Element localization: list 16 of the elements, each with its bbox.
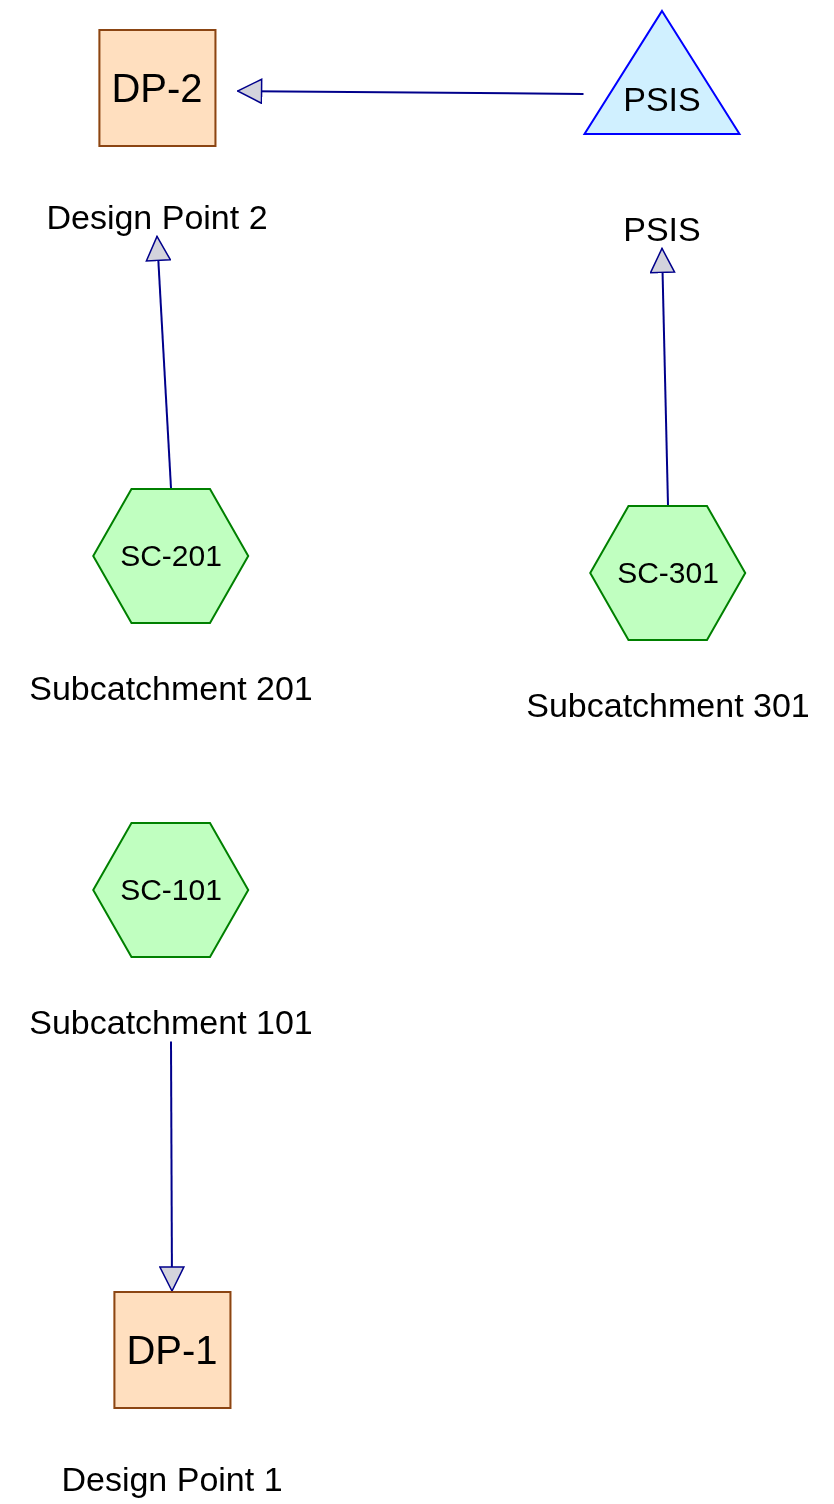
- flow-arrow: [236, 78, 585, 104]
- node-caption: PSIS: [623, 211, 701, 249]
- node-id: DP-2: [111, 65, 203, 111]
- node-caption: Subcatchment 201: [29, 670, 313, 708]
- flow-arrow: [145, 235, 172, 489]
- node-caption: Subcatchment 101: [29, 1004, 313, 1042]
- node-id: SC-201: [120, 539, 222, 573]
- node-id: SC-301: [617, 556, 719, 590]
- flow-arrow: [649, 247, 676, 506]
- node-caption: Subcatchment 301: [526, 687, 810, 725]
- node-caption: Design Point 1: [61, 1461, 283, 1499]
- node-id: PSIS: [623, 80, 701, 119]
- node-id: DP-1: [126, 1327, 218, 1373]
- flow-arrow: [159, 1040, 185, 1292]
- node-id: SC-101: [120, 873, 222, 907]
- node-caption: Design Point 2: [46, 199, 268, 237]
